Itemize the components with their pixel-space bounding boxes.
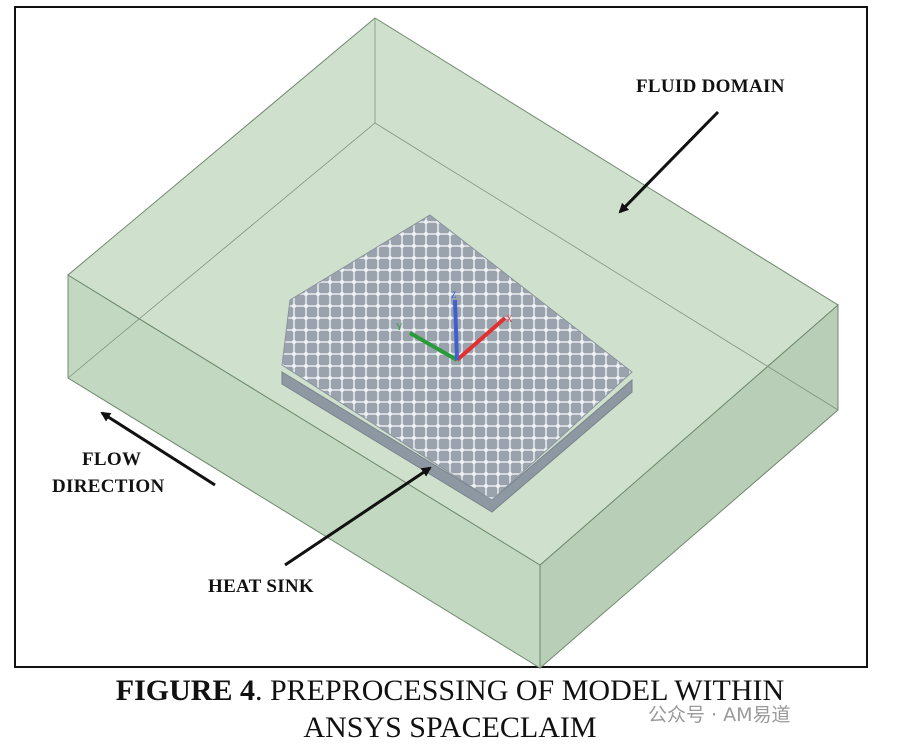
caption-line2: ANSYS SPACECLAIM	[303, 711, 597, 744]
hidden-edges	[67, 18, 839, 411]
fluid-domain-arrow	[618, 110, 720, 214]
coordinate-triad: X Y Z	[396, 290, 513, 362]
z-axis-label: Z	[451, 290, 457, 300]
watermark: 公众号 · AM易道	[648, 704, 791, 726]
heat-sink-arrow	[284, 466, 432, 567]
caption-line1: FIGURE 4. PREPROCESSING OF MODEL WITHIN	[0, 674, 900, 708]
y-axis-arrow	[409, 331, 458, 362]
heat-sink-label: HEAT SINK	[208, 576, 315, 597]
flow-label-line1: FLOW	[82, 449, 142, 470]
y-axis-label: Y	[396, 322, 403, 332]
caption-text: . PREPROCESSING OF MODEL WITHIN	[254, 674, 785, 707]
x-axis-arrow	[455, 316, 507, 362]
fluid-domain-label: FLUID DOMAIN	[636, 76, 785, 97]
x-axis-label: X	[506, 314, 513, 324]
flow-label-line2: DIRECTION	[52, 476, 165, 497]
z-axis-arrow	[453, 299, 459, 361]
flow-direction-arrow	[100, 411, 216, 487]
caption-label: FIGURE 4	[115, 674, 255, 707]
